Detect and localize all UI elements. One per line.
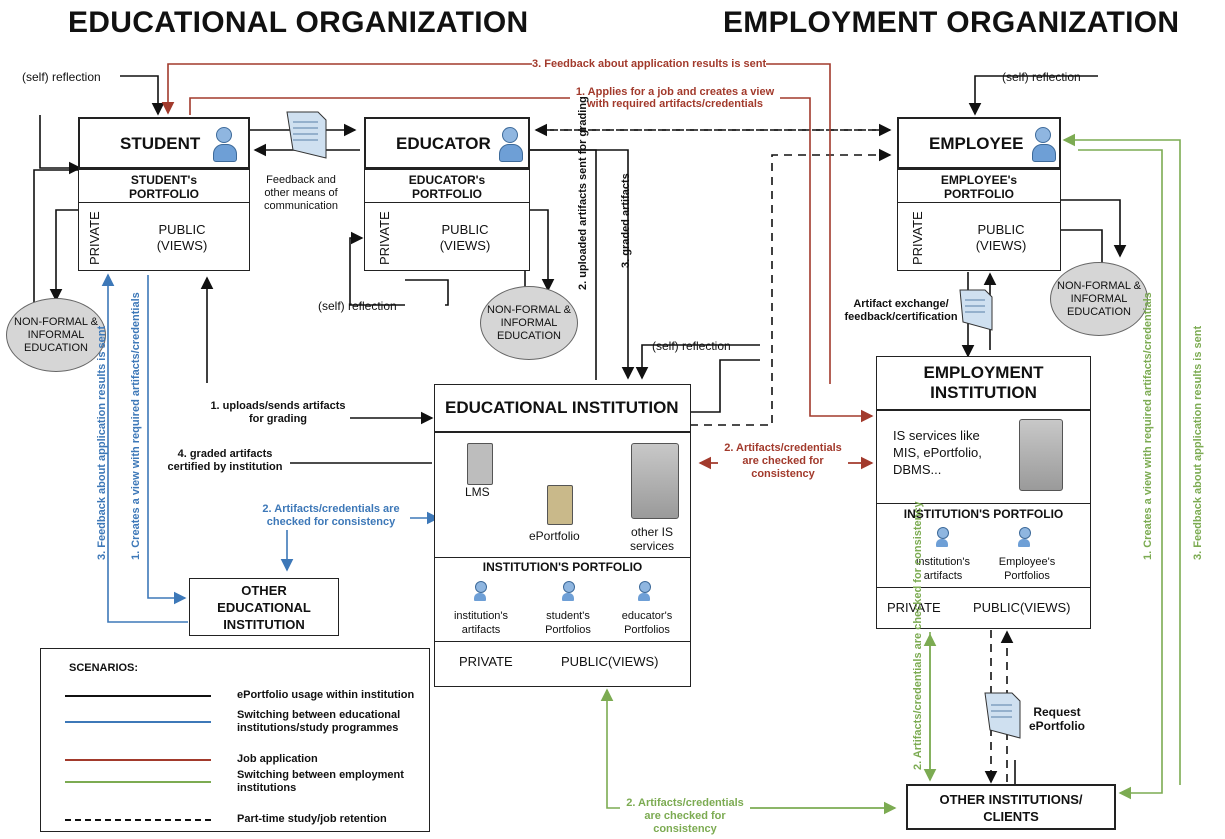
educator-box: EDUCATOR (364, 117, 530, 169)
edu-institution-portfolio-title: INSTITUTION'S PORTFOLIO (482, 560, 643, 574)
legend-line-0 (65, 695, 211, 697)
label-uploaded-sent: 2. uploaded artifacts sent for grading (577, 96, 589, 290)
emp-item-institution-artifacts: institution's artifacts (915, 556, 971, 582)
lms-label: LMS (465, 485, 490, 499)
student-title: STUDENT (120, 134, 201, 153)
legend-line-1 (65, 721, 211, 723)
other-educational-institution-box: OTHER EDUCATIONAL INSTITUTION (189, 578, 339, 636)
label-green-checked-bottom: 2. Artifacts/credentials are checked for… (620, 797, 750, 836)
eportfolio-label: ePortfolio (529, 529, 580, 543)
label-red-feedback: 3. Feedback about application results is… (532, 57, 767, 71)
document-icon-top (286, 111, 327, 159)
self-reflection-institution: (self) reflection (652, 339, 731, 353)
label-green-checked-vertical: 2. Artifacts/credentials are checked for… (912, 501, 924, 770)
person-icon (1018, 527, 1031, 547)
educational-institution-title: EDUCATIONAL INSTITUTION (445, 398, 679, 417)
emp-public-label: PUBLIC(VIEWS) (973, 600, 1071, 615)
educator-public-label: PUBLIC (VIEWS) (439, 222, 491, 253)
person-icon (474, 581, 487, 601)
employee-box: EMPLOYEE (897, 117, 1061, 169)
student-portfolio-title: STUDENT's PORTFOLIO (129, 173, 199, 201)
emp-institution-portfolio-title: INSTITUTION'S PORTFOLIO (903, 507, 1064, 521)
edu-item-student-portfolios: student's Portfolios (545, 610, 591, 636)
legend-line-2 (65, 759, 211, 761)
other-is-servers-icon (631, 443, 679, 519)
educator-portfolio-title: EDUCATOR's PORTFOLIO (408, 173, 486, 201)
nonformal-ellipse-right: NON-FORMAL & INFORMAL EDUCATION (1050, 262, 1148, 336)
legend-line-3 (65, 781, 211, 783)
legend-label-4: Part-time study/job retention (237, 813, 387, 825)
educational-institution-box: EDUCATIONAL INSTITUTION LMS ePortfolio o… (434, 384, 691, 687)
label-red-checked: 2. Artifacts/credentials are checked for… (718, 442, 848, 481)
label-graded: 3. graded artifacts (620, 173, 632, 268)
legend-label-0: ePortfolio usage within institution (237, 689, 415, 701)
nonformal-ellipse-left: NON-FORMAL & INFORMAL EDUCATION (6, 298, 106, 372)
eportfolio-server-icon (547, 485, 573, 525)
lms-server-icon (467, 443, 493, 485)
label-graded-certified: 4. graded artifacts certified by institu… (167, 448, 283, 473)
edu-item-educator-portfolios: educator's Portfolios (621, 610, 673, 636)
employee-title: EMPLOYEE (929, 134, 1024, 153)
header-educational-organization: EDUCATIONAL ORGANIZATION (68, 6, 529, 39)
legend-label-3: Switching between employment institution… (237, 769, 404, 794)
self-reflection-student: (self) reflection (22, 70, 101, 84)
label-blue-creates: 1. Creates a view with required artifact… (130, 292, 142, 560)
emp-item-employee-portfolios: Employee's Portfolios (998, 556, 1056, 582)
document-icon-request (984, 692, 1021, 739)
person-icon (638, 581, 651, 601)
educator-portfolio-box: EDUCATOR's PORTFOLIO PRIVATE PUBLIC (VIE… (364, 169, 530, 271)
label-green-feedback: 3. Feedback about application results is… (1192, 325, 1204, 560)
employee-portfolio-box: EMPLOYEE's PORTFOLIO PRIVATE PUBLIC (VIE… (897, 169, 1061, 271)
employment-institution-title: EMPLOYMENT INSTITUTION (923, 363, 1044, 402)
edu-public-label: PUBLIC(VIEWS) (561, 654, 659, 669)
self-reflection-educator: (self) reflection (318, 299, 397, 313)
other-is-label: other IS services (629, 525, 674, 553)
feedback-communication-label: Feedback and other means of communicatio… (264, 174, 338, 212)
student-box: STUDENT (78, 117, 250, 169)
legend-line-4 (65, 819, 211, 821)
edu-private-label: PRIVATE (459, 654, 513, 669)
person-icon (499, 127, 523, 162)
student-portfolio-box: STUDENT's PORTFOLIO PRIVATE PUBLIC (VIEW… (78, 169, 250, 271)
label-red-applies: 1. Applies for a job and creates a view … (570, 86, 780, 110)
legend-label-2: Job application (237, 753, 318, 765)
educator-private-label: PRIVATE (377, 211, 392, 265)
edu-item-institution-artifacts: institution's artifacts (453, 610, 509, 636)
label-blue-feedback: 3. Feedback about application results is… (96, 325, 108, 560)
header-employment-organization: EMPLOYMENT ORGANIZATION (723, 6, 1180, 39)
educator-title: EDUCATOR (396, 134, 491, 153)
legend-box: SCENARIOS: ePortfolio usage within insti… (40, 648, 430, 832)
label-request-eportfolio: Request ePortfolio (1029, 705, 1085, 733)
student-private-label: PRIVATE (87, 211, 102, 265)
legend-label-1: Switching between educational institutio… (237, 709, 401, 734)
legend-title: SCENARIOS: (69, 662, 139, 674)
person-icon (1032, 127, 1056, 162)
nonformal-ellipse-center: NON-FORMAL & INFORMAL EDUCATION (480, 286, 578, 360)
employee-private-label: PRIVATE (910, 211, 925, 265)
student-public-label: PUBLIC (VIEWS) (156, 222, 208, 253)
person-icon (213, 127, 237, 162)
emp-private-label: PRIVATE (887, 600, 941, 615)
person-icon (562, 581, 575, 601)
servers-icon (1019, 419, 1063, 491)
other-institutions-clients-box: OTHER INSTITUTIONS/ CLIENTS (906, 784, 1116, 830)
label-artifact-exchange: Artifact exchange/ feedback/certificatio… (844, 298, 958, 323)
label-uploads: 1. uploads/sends artifacts for grading (210, 400, 346, 425)
is-services-label: IS services like MIS, ePortfolio, DBMS..… (893, 428, 982, 477)
employee-public-label: PUBLIC (VIEWS) (975, 222, 1027, 253)
label-green-creates: 1. Creates a view with required artifact… (1142, 292, 1154, 560)
document-icon-exchange (959, 289, 993, 331)
label-blue-checked: 2. Artifacts/credentials are checked for… (252, 503, 410, 529)
employee-portfolio-title: EMPLOYEE's PORTFOLIO (940, 173, 1018, 201)
self-reflection-employee: (self) reflection (1002, 70, 1081, 84)
employment-institution-box: EMPLOYMENT INSTITUTION IS services like … (876, 356, 1091, 629)
person-icon (936, 527, 949, 547)
